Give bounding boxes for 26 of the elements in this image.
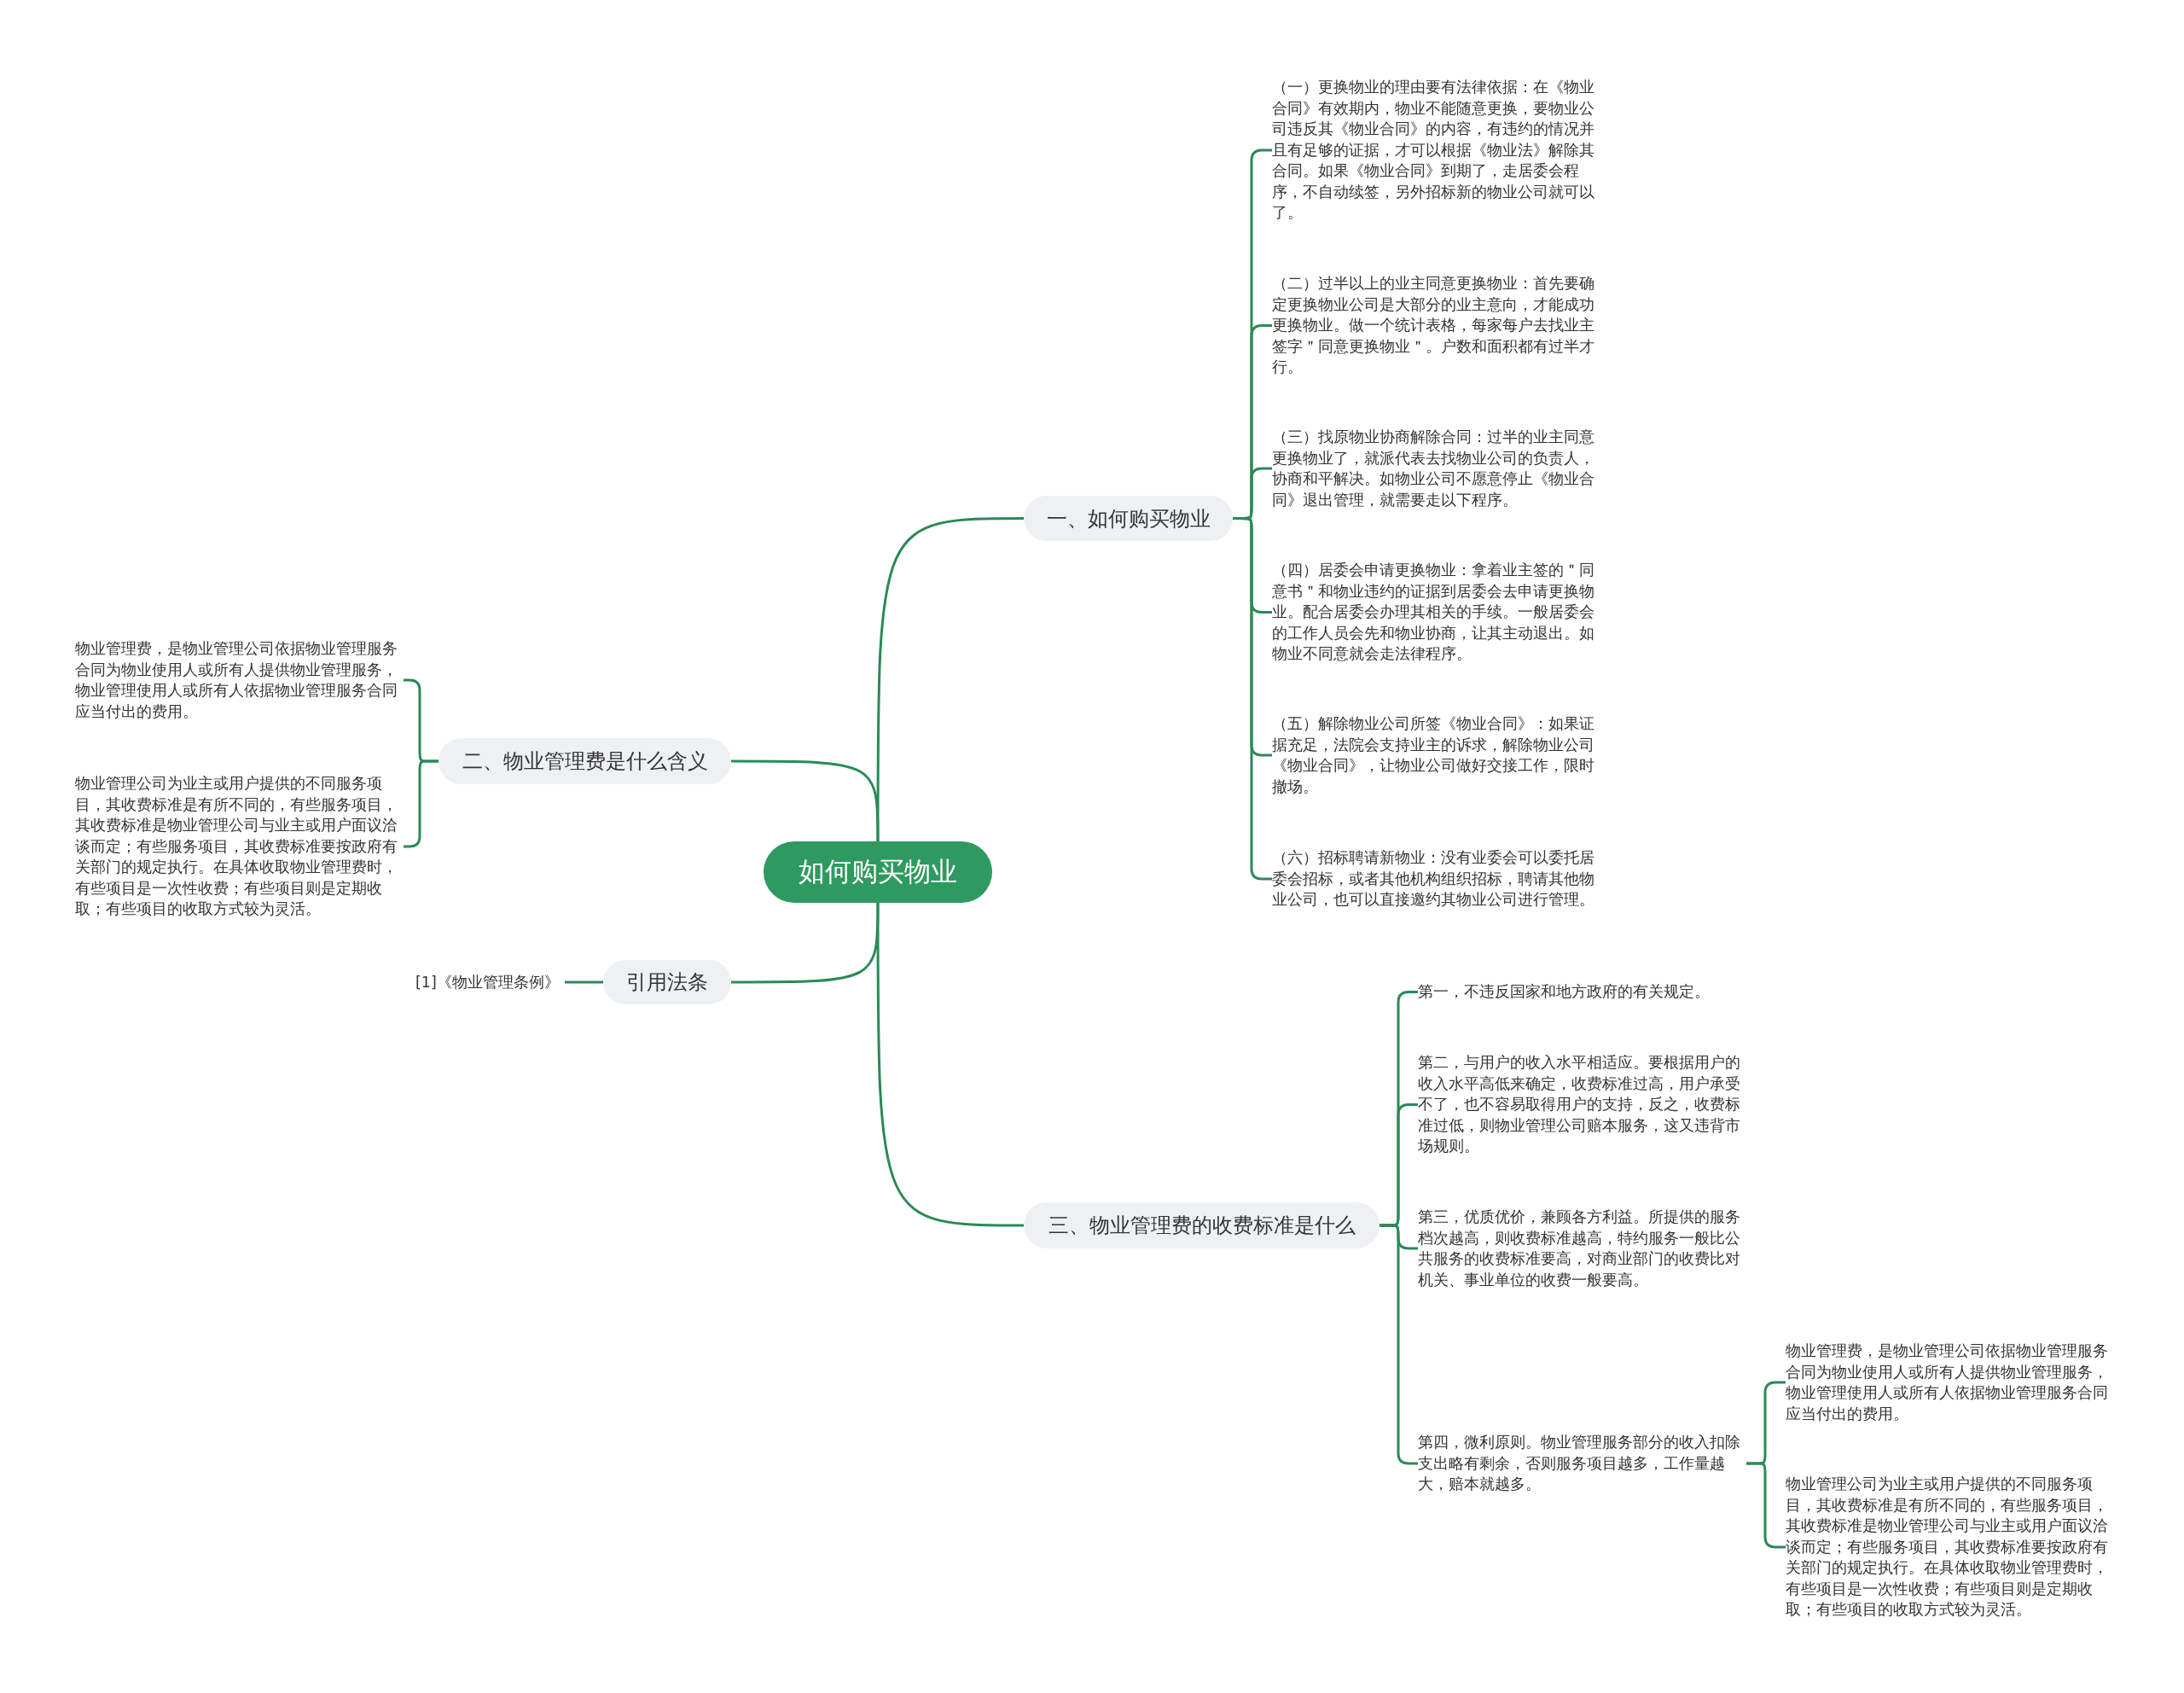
- note-text: （一）更换物业的理由要有法律依据：在《物业合同》有效期内，物业不能随意更换，要物业公司违反其《物业合同》的内容，有违约的情况并且有足够的证据，才可以根据《物业法》解除其合同。如果《物业合同》到期了，走居委会程序，不自动续签，另外招标新的物业公司就可以了。: [1272, 77, 1600, 224]
- connector-line: [731, 903, 880, 984]
- connector-line: [565, 980, 603, 984]
- branch-bubble: 二、物业管理费是什么含义: [439, 738, 731, 784]
- branch-bubble: 三、物业管理费的收费标准是什么: [1024, 1202, 1380, 1248]
- topic-bubble: 如何购买物业: [764, 841, 992, 903]
- note-text: （二）过半以上的业主同意更换物业：首先要确定更换物业公司是大部分的业主意向，才能成功更换物业。做一个统计表格，每家每户去找业主签字＂同意更换物业＂。户数和面积都有过半才行。: [1272, 273, 1600, 378]
- note-text: 第二，与用户的收入水平相适应。要根据用户的收入水平高低来确定，收费标准过高，用户承受不了，也不容易取得用户的支持，反之，收费标准过低，则物业管理公司赔本服务，这又违背市场规则。: [1418, 1052, 1746, 1157]
- connector-line: [731, 759, 880, 841]
- note-text: 物业管理公司为业主或用户提供的不同服务项目，其收费标准是有所不同的，有些服务项目，其收费标准是物业管理公司与业主或用户面议洽谈而定；有些服务项目，其收费标准要按政府有关部门的规定执行。在具体收取物业管理费时，有些项目是一次性收费；有些项目则是定期收取；有些项目的收取方式较为灵活。: [75, 773, 404, 920]
- note-text: （六）招标聘请新物业：没有业委会可以委托居委会招标，或者其他机构组织招标，聘请其他物业公司，也可以直接邀约其物业公司进行管理。: [1272, 847, 1600, 910]
- note-text: 第四，微利原则。物业管理服务部分的收入扣除支出略有剩余，否则服务项目越多，工作量越大，赔本就越多。: [1418, 1432, 1746, 1495]
- note-text: （三）找原物业协商解除合同：过半的业主同意更换物业了，就派代表去找物业公司的负责人，协商和平解决。如物业公司不愿意停止《物业合同》退出管理，就需要走以下程序。: [1272, 427, 1600, 510]
- note-text: 物业管理费，是物业管理公司依据物业管理服务合同为物业使用人或所有人提供物业管理服务，物业管理使用人或所有人依据物业管理服务合同应当付出的费用。: [75, 638, 404, 722]
- note-text: 第三，优质优价，兼顾各方利益。所提供的服务档次越高，则收费标准越高，特约服务一般比公共服务的收费标准要高，对商业部门的收费比对机关、事业单位的收费一般要高。: [1418, 1207, 1746, 1290]
- note-text: （四）居委会申请更换物业：拿着业主签的＂同意书＂和物业违约的证据到居委会去申请更换物业。配合居委会办理其相关的手续。一般居委会的工作人员会先和物业协商，让其主动退出。如物业不同意就会走法律程序。: [1272, 560, 1600, 665]
- note-text: 物业管理费，是物业管理公司依据物业管理服务合同为物业使用人或所有人提供物业管理服务，物业管理使用人或所有人依据物业管理服务合同应当付出的费用。: [1786, 1341, 2114, 1424]
- note-text: 第一，不违反国家和地方政府的有关规定。: [1418, 981, 1746, 1003]
- note-text: [1]《物业管理条例》: [415, 972, 565, 992]
- branch-bubble: 引用法条: [603, 960, 731, 1004]
- branch-bubble: 一、如何购买物业: [1024, 496, 1233, 541]
- connector-line: [1233, 517, 1272, 881]
- connector-line: [876, 903, 1024, 1227]
- note-text: （五）解除物业公司所签《物业合同》：如果证据充足，法院会支持业主的诉求，解除物业公司《物业合同》，让物业公司做好交接工作，限时撤场。: [1272, 713, 1600, 797]
- note-text: 物业管理公司为业主或用户提供的不同服务项目，其收费标准是有所不同的，有些服务项目，其收费标准是物业管理公司与业主或用户面议洽谈而定；有些服务项目，其收费标准要按政府有关部门的规定执行。在具体收取物业管理费时，有些项目是一次性收费；有些项目则是定期收取；有些项目的收取方式较为灵活。: [1786, 1474, 2114, 1620]
- connector-line: [876, 517, 1024, 841]
